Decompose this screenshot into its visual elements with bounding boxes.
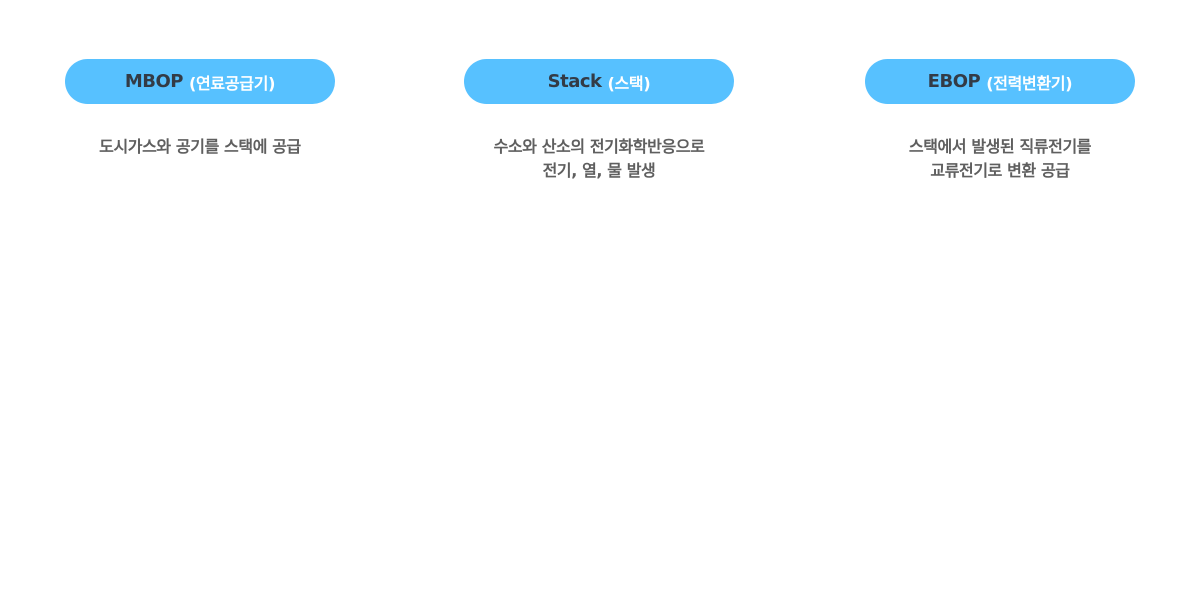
mbop-pill-subtitle: (연료공급기)	[189, 73, 276, 93]
ebop-description: 스택에서 발생된 직류전기를 교류전기로 변환 공급	[850, 135, 1150, 183]
mbop-pill-title: MBOP	[124, 71, 184, 92]
mbop-description: 도시가스와 공기를 스택에 공급	[50, 135, 350, 159]
ebop-column: EBOP (전력변환기) 스택에서 발생된 직류전기를 교류전기로 변환 공급	[865, 59, 1135, 199]
ebop-pill-subtitle: (전력변환기)	[986, 73, 1073, 93]
stack-pill-subtitle: (스택)	[607, 73, 651, 93]
mbop-column: MBOP (연료공급기) 도시가스와 공기를 스택에 공급	[65, 59, 335, 175]
stack-description: 수소와 산소의 전기화학반응으로 전기, 열, 물 발생	[449, 135, 749, 183]
stack-description-line: 전기, 열, 물 발생	[542, 161, 656, 180]
ebop-pill: EBOP (전력변환기)	[865, 59, 1135, 104]
ebop-description-line: 스택에서 발생된 직류전기를	[908, 137, 1092, 156]
ebop-pill-title: EBOP	[927, 71, 981, 92]
stack-column: Stack (스택) 수소와 산소의 전기화학반응으로 전기, 열, 물 발생	[464, 59, 734, 199]
stack-pill-title: Stack	[547, 71, 602, 92]
stack-description-line: 수소와 산소의 전기화학반응으로	[493, 137, 705, 156]
mbop-description-line: 도시가스와 공기를 스택에 공급	[99, 137, 301, 156]
ebop-description-line: 교류전기로 변환 공급	[930, 161, 1070, 180]
stack-pill: Stack (스택)	[464, 59, 734, 104]
mbop-pill: MBOP (연료공급기)	[65, 59, 335, 104]
